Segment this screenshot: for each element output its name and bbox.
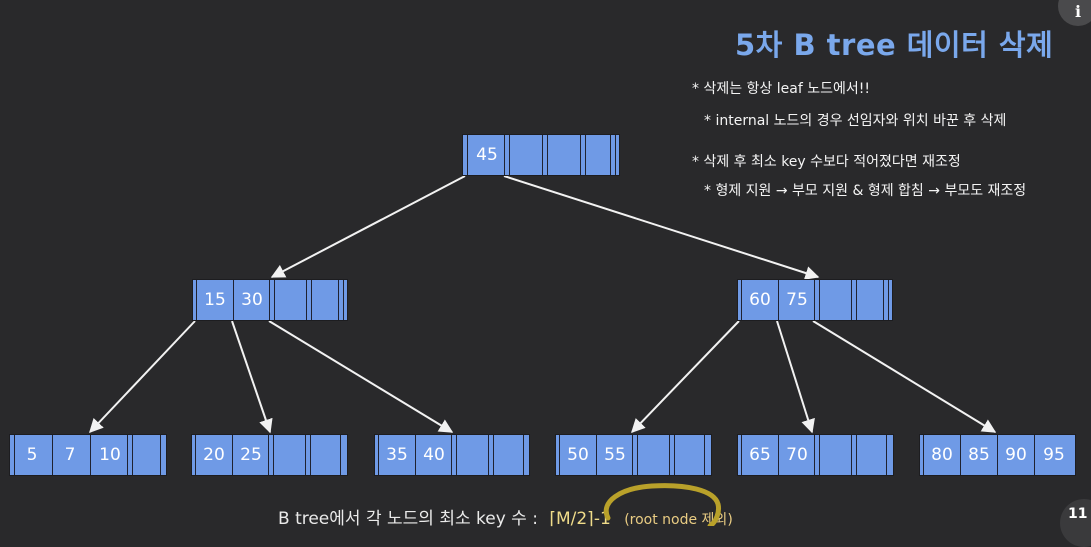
node-key: 85 <box>960 435 997 475</box>
page-title: 5차 B tree 데이터 삭제 <box>735 28 1054 62</box>
node-key: 75 <box>778 280 815 320</box>
caption-note: (root node 제외) <box>624 512 733 528</box>
tree-edges <box>89 175 997 434</box>
node-key: 65 <box>741 435 778 475</box>
edge-30-right <box>268 320 454 433</box>
node-key: 55 <box>596 435 633 475</box>
edge-60-mid <box>776 320 815 434</box>
node-key: 90 <box>997 435 1034 475</box>
node-key: 25 <box>232 435 269 475</box>
highlight-circle <box>603 483 721 526</box>
internal-node-left: 15 30 <box>192 279 348 321</box>
node-key: 20 <box>195 435 232 475</box>
note-4: * 형제 지원 → 부모 지원 & 형제 합침 → 부모도 재조정 <box>704 183 1027 199</box>
edge-75-right <box>812 320 997 433</box>
node-key: 40 <box>415 435 452 475</box>
caption-text: B tree에서 각 노드의 최소 key 수 : <box>278 509 538 529</box>
internal-node-right: 60 75 <box>737 279 893 321</box>
edge-15-mid <box>231 320 273 434</box>
leaf-node-5: 65 70 <box>737 434 894 476</box>
note-1: * 삭제는 항상 leaf 노드에서!! <box>692 81 870 97</box>
node-key: 60 <box>741 280 778 320</box>
edge-60-left <box>631 320 740 434</box>
node-key: 80 <box>923 435 960 475</box>
min-key-formula: ⌈M/2⌉-1 <box>549 509 611 529</box>
node-key: 45 <box>467 135 506 175</box>
min-key-caption: B tree에서 각 노드의 최소 key 수 : ⌈M/2⌉-1 (root … <box>278 504 733 529</box>
node-key: 50 <box>559 435 596 475</box>
note-2: * internal 노드의 경우 선임자와 위치 바꾼 후 삭제 <box>704 113 1007 129</box>
node-key: 15 <box>196 280 233 320</box>
node-key: 70 <box>778 435 815 475</box>
edge-root-left <box>270 175 466 278</box>
leaf-node-6: 80 85 90 95 <box>919 434 1076 476</box>
node-key: 30 <box>233 280 270 320</box>
edge-root-right <box>503 175 820 280</box>
leaf-node-4: 50 55 <box>555 434 712 476</box>
node-key: 95 <box>1034 435 1073 475</box>
leaf-node-3: 35 40 <box>374 434 530 476</box>
node-key: 5 <box>14 435 49 475</box>
leaf-node-2: 20 25 <box>191 434 348 476</box>
edge-15-left <box>89 320 196 434</box>
root-node: 45 <box>462 134 620 176</box>
note-3: * 삭제 후 최소 key 수보다 적어졌다면 재조정 <box>692 154 961 170</box>
node-key: 7 <box>52 435 87 475</box>
leaf-node-1: 5 7 10 <box>9 434 167 476</box>
node-key: 35 <box>378 435 415 475</box>
node-key: 10 <box>90 435 129 475</box>
